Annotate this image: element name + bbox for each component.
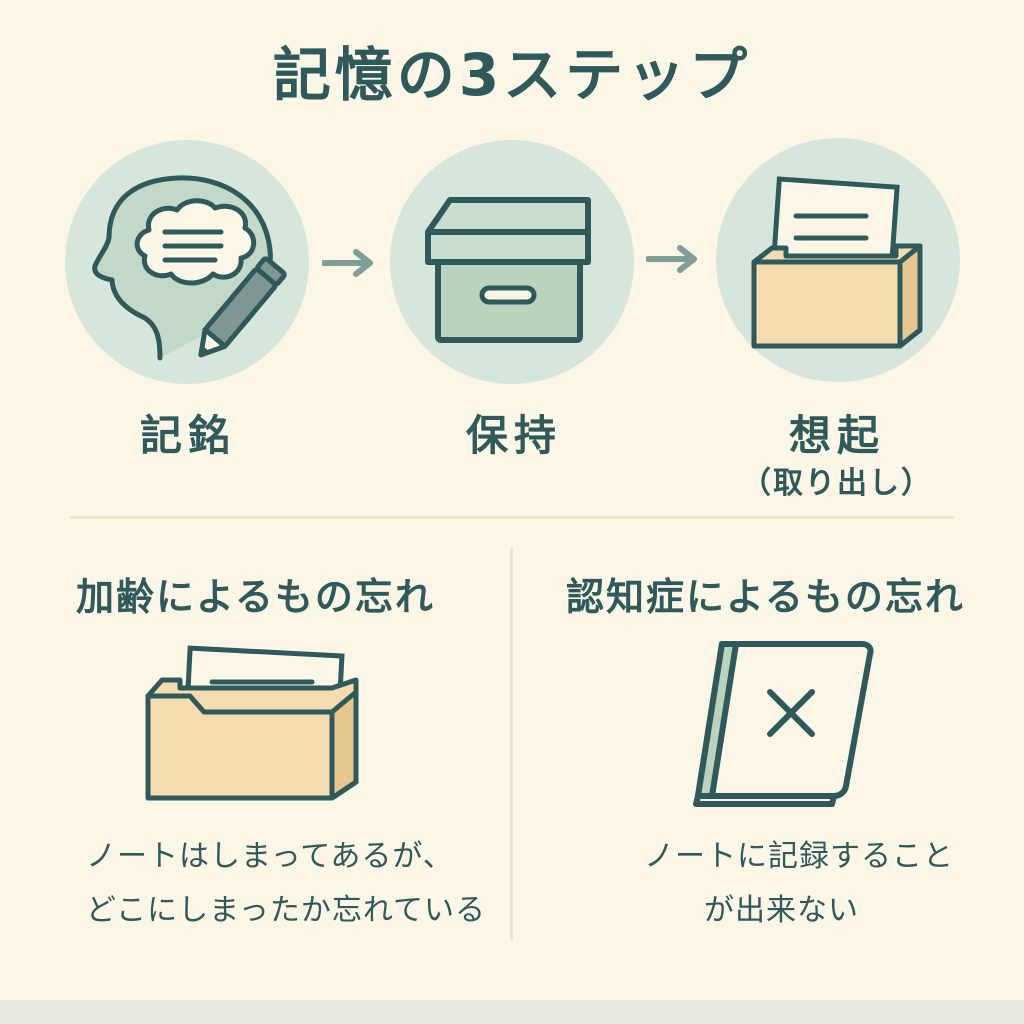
step-label-recall: 想起: [788, 411, 885, 460]
aging-description-line1: ノートはしまってあるが、: [86, 839, 454, 874]
head-with-pencil-icon: [65, 140, 309, 384]
dementia-description-line2: が出来ない: [704, 893, 859, 928]
aging-description-line2: どこにしまったか忘れている: [86, 893, 486, 928]
aging-forgetfulness-heading: 加齢によるもの忘れ: [76, 575, 435, 619]
bottom-band: [0, 1000, 1024, 1024]
step-label-retention: 保持: [465, 411, 562, 460]
vertical-divider: [510, 548, 513, 940]
box-with-note-icon: [716, 138, 960, 382]
arrow-right-icon: [322, 249, 373, 277]
dementia-description: ノートに記録すること が出来ない: [644, 830, 954, 938]
step-label-encoding: 記銘: [139, 411, 236, 460]
page-title: 記憶の3ステップ: [272, 41, 752, 109]
dementia-description-line1: ノートに記録すること: [644, 839, 954, 874]
storage-box-icon: [390, 140, 634, 384]
notebook-x-icon: [693, 641, 874, 807]
horizontal-divider: [70, 516, 954, 519]
aging-description: ノートはしまってあるが、 どこにしまったか忘れている: [86, 830, 486, 938]
arrow-right-icon: [646, 245, 697, 273]
dementia-forgetfulness-heading: 認知症によるもの忘れ: [566, 575, 965, 619]
folder-with-note-icon: [145, 645, 359, 801]
step-sublabel-recall: （取り出し）: [741, 466, 933, 501]
